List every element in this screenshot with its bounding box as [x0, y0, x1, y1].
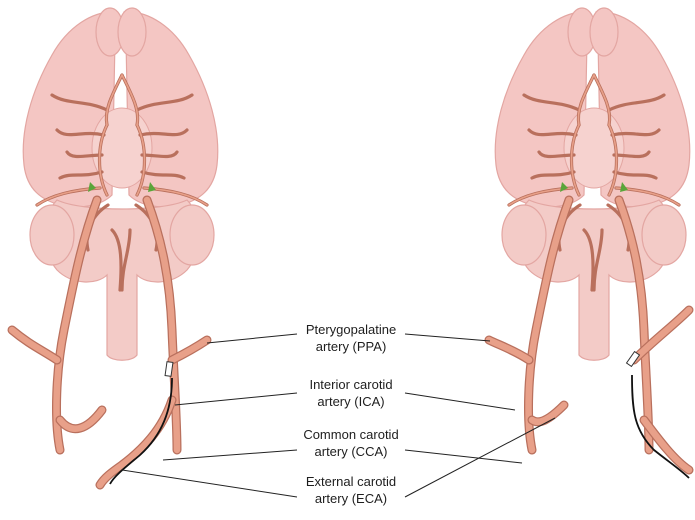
label-ppa-line2: artery (PPA) [315, 339, 387, 354]
label-eca: External carotid artery (ECA) [298, 473, 404, 507]
left-specimen [7, 6, 220, 490]
occluder [625, 350, 641, 368]
ligature-thread [631, 374, 690, 479]
label-ppa: Pterygopalatine artery (PPA) [298, 321, 404, 355]
label-ica-line2: artery (ICA) [317, 394, 385, 409]
ligature-thread [109, 377, 173, 485]
label-cca-line2: artery (CCA) [314, 444, 388, 459]
label-ica: Interior carotid artery (ICA) [298, 376, 404, 410]
leader-cca-right [404, 449, 523, 464]
leader-eca-left [121, 469, 298, 498]
leader-ppa-left [206, 333, 298, 344]
leader-ica-left [174, 392, 298, 406]
leader-eca-right [404, 417, 556, 498]
label-cca-line1: Common carotid [303, 427, 399, 442]
leader-lines [121, 333, 556, 498]
leader-ica-right [404, 392, 516, 411]
label-cca: Common carotid artery (CCA) [298, 426, 404, 460]
label-ppa-line1: Pterygopalatine [305, 322, 397, 337]
label-eca-line1: External carotid [305, 474, 397, 489]
label-eca-line2: artery (ECA) [314, 491, 388, 506]
leader-ppa-right [404, 333, 491, 342]
leader-cca-left [162, 449, 298, 461]
occluder [164, 361, 174, 377]
label-ica-line1: Interior carotid [309, 377, 393, 392]
right-specimen [484, 6, 694, 479]
